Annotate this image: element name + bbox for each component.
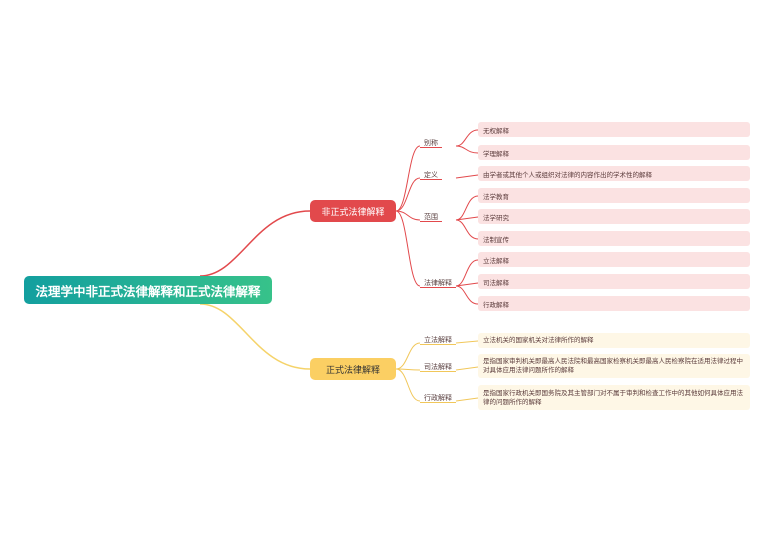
leaf-label: 学理解释 xyxy=(483,149,509,158)
subtopic-label: 立法解释 xyxy=(424,335,452,344)
leaf-node[interactable]: 是指国家行政机关即国务院及其主管部门对不属于审判和检查工作中的其他如何具体应用法… xyxy=(478,385,750,410)
leaf-node[interactable]: 无权解释 xyxy=(478,122,750,137)
subtopic-label: 行政解释 xyxy=(424,393,452,402)
subtopic-label: 司法解释 xyxy=(424,362,452,371)
leaf-node[interactable]: 学理解释 xyxy=(478,145,750,160)
subtopic-definition[interactable]: 定义 xyxy=(420,170,442,180)
leaf-node[interactable]: 法学研究 xyxy=(478,209,750,224)
leaf-node[interactable]: 法制宣传 xyxy=(478,231,750,246)
subtopic-legislative[interactable]: 立法解释 xyxy=(420,335,456,345)
branch-label: 正式法律解释 xyxy=(325,365,380,376)
subtopic-scope[interactable]: 范围 xyxy=(420,212,442,222)
leaf-label: 法制宣传 xyxy=(483,235,509,244)
subtopic-administrative[interactable]: 行政解释 xyxy=(420,393,456,403)
leaf-node[interactable]: 法学教育 xyxy=(478,188,750,203)
subtopic-label: 定义 xyxy=(424,170,438,179)
subtopic-label: 别称 xyxy=(424,138,438,147)
leaf-label: 立法解释 xyxy=(483,256,509,265)
leaf-label: 无权解释 xyxy=(483,126,509,135)
leaf-label: 法学教育 xyxy=(483,192,509,201)
subtopic-alias[interactable]: 别称 xyxy=(420,138,442,148)
leaf-node[interactable]: 由学者或其他个人或组织对法律的内容作出的学术性的解释 xyxy=(478,166,750,181)
leaf-label: 是指国家行政机关即国务院及其主管部门对不属于审判和检查工作中的其他如何具体应用法… xyxy=(483,388,743,406)
leaf-node[interactable]: 是指国家审判机关即最高人民法院和最高国家检察机关即最高人民检察院在适用法律过程中… xyxy=(478,354,750,378)
subtopic-judicial[interactable]: 司法解释 xyxy=(420,362,456,372)
leaf-label: 是指国家审判机关即最高人民法院和最高国家检察机关即最高人民检察院在适用法律过程中… xyxy=(483,357,743,374)
branch-informal-interpretation[interactable]: 非正式法律解释 xyxy=(310,200,396,222)
leaf-label: 由学者或其他个人或组织对法律的内容作出的学术性的解释 xyxy=(483,170,652,179)
subtopic-label: 范围 xyxy=(424,212,438,221)
subtopic-legal-interpretation[interactable]: 法律解释 xyxy=(420,278,456,288)
leaf-label: 行政解释 xyxy=(483,300,509,309)
leaf-node[interactable]: 行政解释 xyxy=(478,296,750,311)
leaf-label: 法学研究 xyxy=(483,213,509,222)
leaf-label: 司法解释 xyxy=(483,278,509,287)
leaf-node[interactable]: 司法解释 xyxy=(478,274,750,289)
subtopic-label: 法律解释 xyxy=(424,278,452,287)
branch-formal-interpretation[interactable]: 正式法律解释 xyxy=(310,358,396,380)
leaf-node[interactable]: 立法机关的国家机关对法律所作的解释 xyxy=(478,333,750,348)
root-topic-label: 法理学中非正式法律解释和正式法律解释 xyxy=(35,283,261,299)
leaf-node[interactable]: 立法解释 xyxy=(478,252,750,267)
leaf-label: 立法机关的国家机关对法律所作的解释 xyxy=(483,336,594,344)
branch-label: 非正式法律解释 xyxy=(321,207,385,218)
root-topic[interactable]: 法理学中非正式法律解释和正式法律解释 xyxy=(24,276,272,304)
